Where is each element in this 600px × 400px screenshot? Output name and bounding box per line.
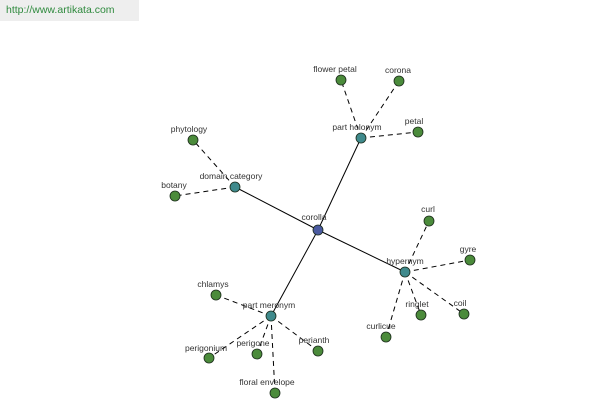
node-label: curlicue — [366, 321, 396, 331]
edge-part-meronym-chlamys — [215, 294, 272, 317]
node-label: gyre — [460, 244, 477, 254]
graph-edges — [174, 79, 471, 394]
node-dot[interactable] — [229, 181, 241, 193]
node-dot[interactable] — [355, 132, 367, 144]
edge-corolla-part-meronym — [270, 229, 319, 317]
edge-part-meronym-floral-envelope — [270, 315, 276, 394]
graph-nodes: part holonym flower petal corona petal domai… — [161, 64, 477, 399]
edge-domain-category-botany — [174, 186, 236, 197]
node-dot[interactable] — [415, 309, 427, 321]
node-dot[interactable] — [458, 308, 470, 320]
node-label: hypernym — [386, 256, 423, 266]
node-label: corolla — [301, 212, 326, 222]
node-phytology[interactable]: phytology — [171, 124, 208, 146]
node-label: curl — [421, 204, 435, 214]
edge-hypernym-curlicue — [385, 271, 406, 338]
node-dot[interactable] — [399, 266, 411, 278]
node-label: part holonym — [332, 122, 381, 132]
node-dot[interactable] — [393, 75, 405, 87]
edge-domain-category-phytology — [192, 139, 236, 188]
node-perianth[interactable]: perianth — [299, 335, 330, 357]
node-label: perigone — [236, 338, 269, 348]
edge-corolla-domain-category — [234, 186, 319, 231]
node-label: petal — [405, 116, 424, 126]
edge-part-holonym-flower-petal — [340, 79, 362, 139]
source-url[interactable]: http://www.artikata.com — [6, 4, 115, 16]
node-label: perigonium — [185, 343, 227, 353]
node-dot[interactable] — [187, 134, 199, 146]
node-dot[interactable] — [251, 348, 263, 360]
node-dot[interactable] — [464, 254, 476, 266]
node-dot[interactable] — [335, 74, 347, 86]
node-dot[interactable] — [380, 331, 392, 343]
node-dot[interactable] — [412, 126, 424, 138]
edge-corolla-part-holonym — [317, 137, 362, 231]
node-label: corona — [385, 65, 411, 75]
node-label: ringlet — [405, 299, 429, 309]
edge-part-holonym-corona — [360, 80, 400, 139]
node-chlamys[interactable]: chlamys — [197, 279, 229, 301]
node-label: chlamys — [197, 279, 228, 289]
node-domain-category[interactable]: domain category — [200, 171, 264, 193]
node-label: floral envelope — [239, 377, 295, 387]
node-dot[interactable] — [312, 224, 324, 236]
node-curl[interactable]: curl — [421, 204, 435, 227]
node-flower-petal[interactable]: flower petal — [313, 64, 357, 86]
node-part-meronym[interactable]: part meronym — [243, 300, 295, 322]
edge-hypernym-gyre — [404, 259, 471, 273]
node-dot[interactable] — [203, 352, 215, 364]
edge-part-meronym-perigone — [256, 315, 272, 355]
node-curlicue[interactable]: curlicue — [366, 321, 396, 343]
node-corolla[interactable]: corolla — [301, 212, 327, 236]
node-perigonium[interactable]: perigonium — [185, 343, 227, 364]
node-dot[interactable] — [169, 190, 181, 202]
node-ringlet[interactable]: ringlet — [405, 299, 429, 321]
node-coil[interactable]: coil — [454, 298, 470, 320]
node-dot[interactable] — [269, 387, 281, 399]
node-corona[interactable]: corona — [385, 65, 411, 87]
node-dot[interactable] — [210, 289, 222, 301]
node-dot[interactable] — [265, 310, 277, 322]
edge-hypernym-coil — [404, 271, 465, 315]
edge-part-holonym-petal — [360, 131, 419, 139]
node-gyre[interactable]: gyre — [460, 244, 477, 266]
node-floral-envelope[interactable]: floral envelope — [239, 377, 295, 399]
edge-part-meronym-perianth — [270, 315, 319, 352]
edge-hypernym-ringlet — [404, 271, 422, 316]
source-url-bar: http://www.artikata.com — [0, 0, 139, 21]
node-botany[interactable]: botany — [161, 180, 188, 202]
node-label: coil — [454, 298, 467, 308]
node-label: flower petal — [313, 64, 357, 74]
edge-hypernym-curl — [404, 220, 430, 273]
node-petal[interactable]: petal — [405, 116, 424, 138]
edge-corolla-hypernym — [317, 229, 406, 273]
node-label: perianth — [299, 335, 330, 345]
node-perigone[interactable]: perigone — [236, 338, 270, 360]
node-label: domain category — [200, 171, 264, 181]
node-hypernym[interactable]: hypernym — [386, 256, 424, 278]
node-label: botany — [161, 180, 187, 190]
node-label: part meronym — [243, 300, 295, 310]
edge-part-meronym-perigonium — [208, 315, 272, 359]
node-part-holonym[interactable]: part holonym — [332, 122, 382, 144]
node-dot[interactable] — [423, 215, 435, 227]
node-label: phytology — [171, 124, 208, 134]
node-dot[interactable] — [312, 345, 324, 357]
